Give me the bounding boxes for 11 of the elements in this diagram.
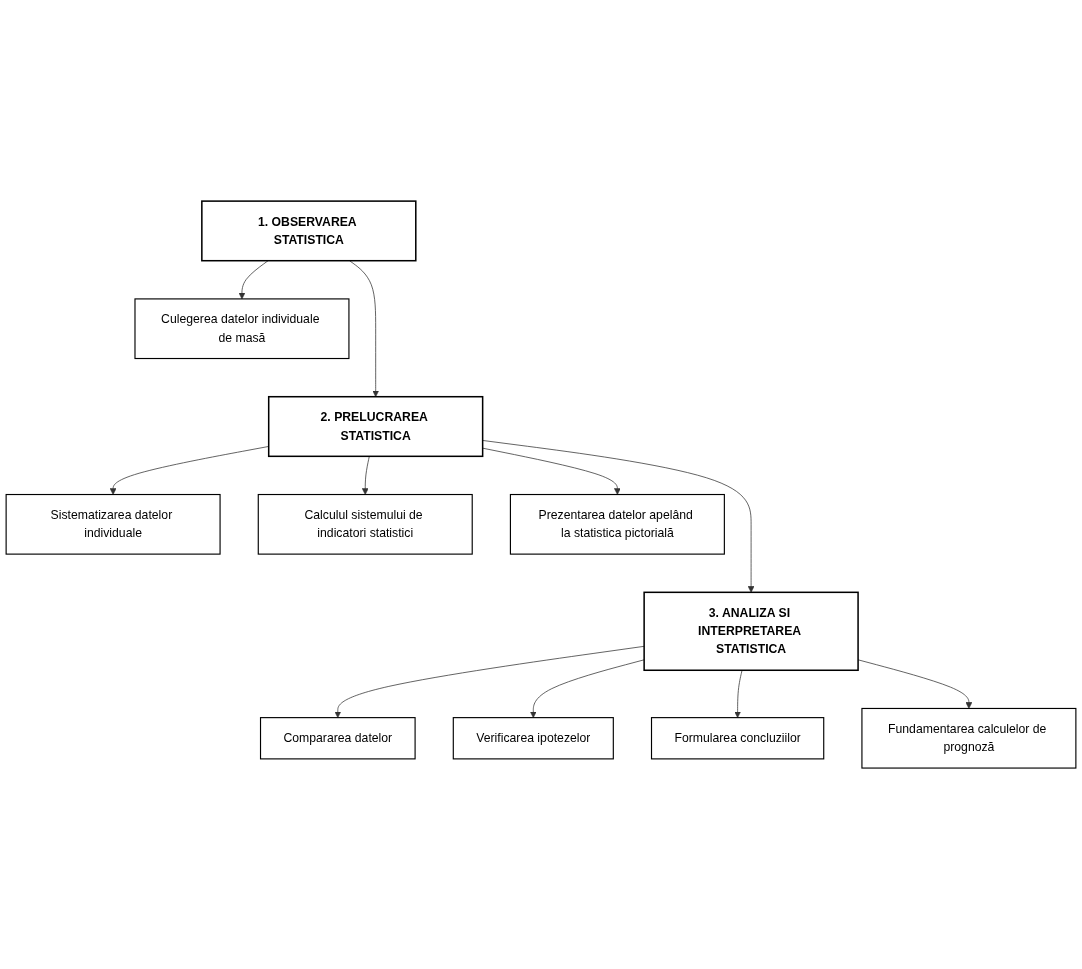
node-box: Fundamentarea calculelor de prognoză <box>861 707 1077 769</box>
node-box: Culegerea datelor individuale de masă <box>134 298 350 359</box>
node-box: Calculul sistemului de indicatori statistici <box>257 493 473 555</box>
node-box: Sistematizarea datelor individuale <box>5 493 221 555</box>
node-box: Prezentarea datelor apelând la statistica pictorială <box>509 493 725 555</box>
node-box: 2. PRELUCRAREA STATISTICA <box>267 395 484 457</box>
node-box: 1. OBSERVAREA STATISTICA <box>201 200 417 262</box>
node-box: Formularea concluziilor <box>650 716 825 760</box>
node-box: Verificarea ipotezelor <box>452 716 614 760</box>
node-box: 3. ANALIZA SI INTERPRETAREA STATISTICA <box>643 591 859 671</box>
node-box: Compararea datelor <box>259 716 416 760</box>
